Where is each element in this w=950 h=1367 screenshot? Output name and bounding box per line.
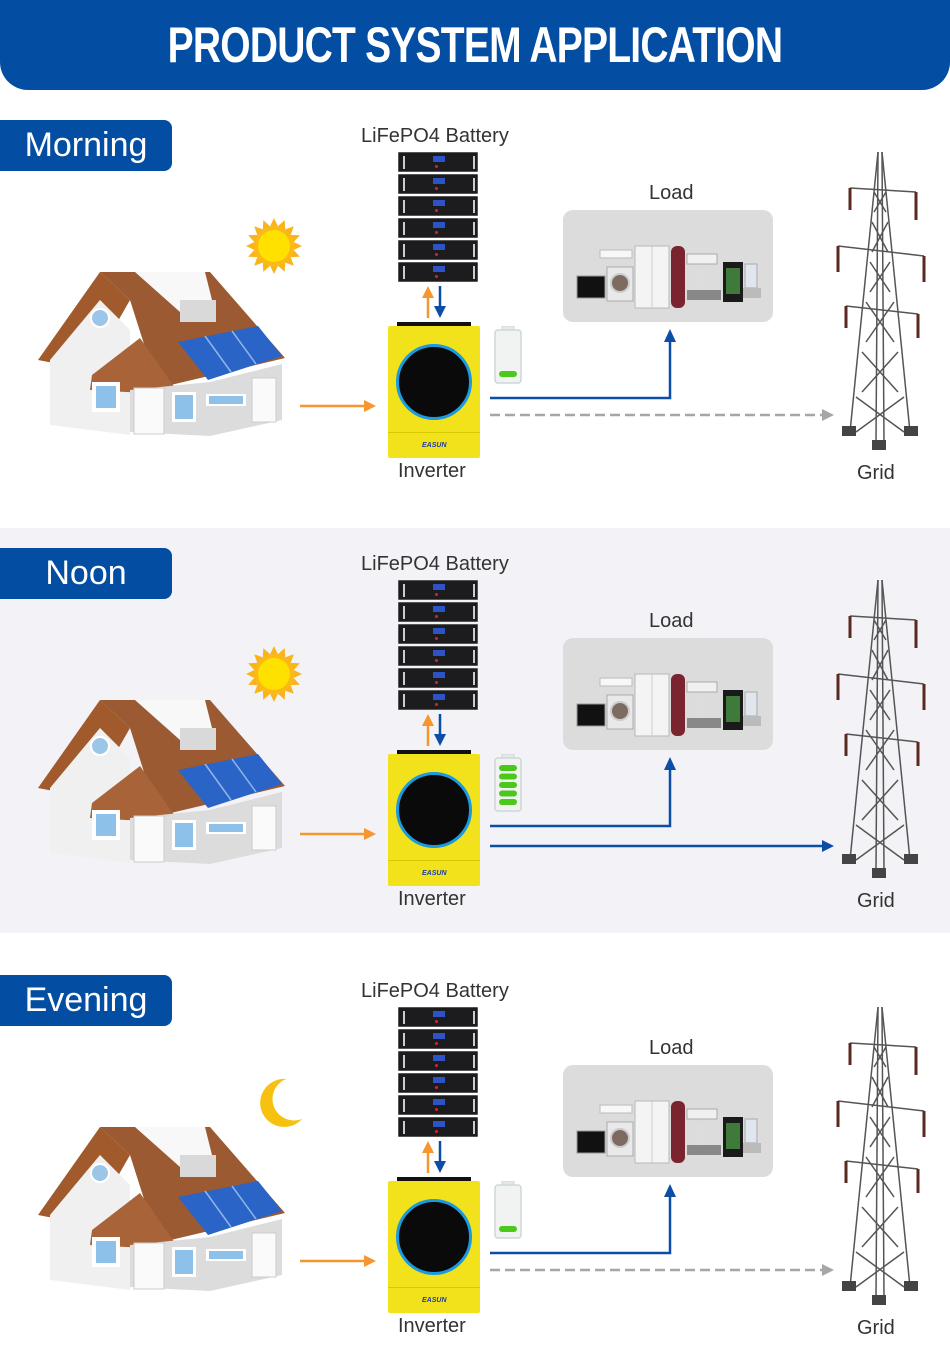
solar-to-inverter-arrow [364, 1255, 376, 1267]
load-label: Load [649, 182, 694, 204]
inverter-brand-logo: EASUN [422, 870, 447, 877]
grid-label: Grid [857, 890, 895, 912]
inverter-to-load-arrow [664, 757, 676, 770]
battery-module [398, 240, 478, 260]
battery-level-icon [494, 326, 522, 384]
appliances-icon [576, 673, 761, 737]
battery-module [398, 1073, 478, 1093]
battery-charge-bar [499, 790, 517, 797]
battery-module [398, 602, 478, 622]
page-header: PRODUCT SYSTEM APPLICATION [0, 0, 950, 90]
solar-to-inverter-arrow [364, 400, 376, 412]
battery-module [398, 1051, 478, 1071]
battery-module [398, 1117, 478, 1137]
scene-morning: Morning LiFePO4 Battery Load [0, 100, 950, 505]
sun-icon [246, 646, 302, 702]
lifepo4-battery-stack [398, 580, 478, 712]
battery-level-icon [494, 754, 522, 812]
battery-charge-bar [499, 799, 517, 805]
battery-level-icon [494, 1181, 522, 1239]
inverter-label: Inverter [398, 1315, 466, 1337]
inverter-display [396, 1199, 472, 1275]
load-appliances [563, 210, 773, 322]
load-label: Load [649, 1037, 694, 1059]
hybrid-inverter: EASUN [388, 750, 480, 886]
battery-charge-bar [499, 765, 517, 771]
battery-module [398, 1007, 478, 1027]
grid-label: Grid [857, 462, 895, 484]
inverter-label: Inverter [398, 460, 466, 482]
sun-icon [246, 218, 302, 274]
battery-module [398, 174, 478, 194]
battery-charge-bar [499, 371, 517, 377]
battery-module [398, 1029, 478, 1049]
time-of-day-label: Noon [0, 548, 172, 599]
load-appliances [563, 638, 773, 750]
charge-battery-arrow [422, 1141, 434, 1153]
time-of-day-label: Morning [0, 120, 172, 171]
battery-charge-bar [499, 773, 517, 780]
battery-label: LiFePO4 Battery [361, 980, 509, 1002]
solar-house-icon [30, 1115, 290, 1295]
lifepo4-battery-stack [398, 152, 478, 284]
inverter-display [396, 772, 472, 848]
page-title: PRODUCT SYSTEM APPLICATION [167, 17, 783, 73]
battery-label: LiFePO4 Battery [361, 125, 509, 147]
scene-evening: Evening LiFePO4 Battery Load [0, 955, 950, 1360]
battery-module [398, 262, 478, 282]
moon-icon [252, 1075, 304, 1129]
battery-label: LiFePO4 Battery [361, 553, 509, 575]
power-grid-tower-icon [830, 151, 930, 452]
discharge-battery-arrow [434, 306, 446, 318]
battery-charge-bar [499, 1226, 517, 1232]
inverter-display [396, 344, 472, 420]
inverter-brand-logo: EASUN [422, 442, 447, 449]
battery-module [398, 690, 478, 710]
discharge-battery-arrow [434, 734, 446, 746]
hybrid-inverter: EASUN [388, 1177, 480, 1313]
discharge-battery-arrow [434, 1161, 446, 1173]
hybrid-inverter: EASUN [388, 322, 480, 458]
power-grid-tower-icon [830, 1006, 930, 1307]
solar-to-inverter-arrow [364, 828, 376, 840]
load-label: Load [649, 610, 694, 632]
lifepo4-battery-stack [398, 1007, 478, 1139]
scene-noon: Noon LiFePO4 Battery Load [0, 528, 950, 933]
inverter-brand-logo: EASUN [422, 1297, 447, 1304]
battery-module [398, 218, 478, 238]
inverter-to-load-arrow [664, 1184, 676, 1197]
power-grid-tower-icon [830, 579, 930, 880]
charge-battery-arrow [422, 286, 434, 298]
battery-module [398, 624, 478, 644]
battery-module [398, 1095, 478, 1115]
battery-module [398, 152, 478, 172]
charge-battery-arrow [422, 714, 434, 726]
battery-charge-bar [499, 782, 517, 788]
battery-module [398, 646, 478, 666]
solar-house-icon [30, 260, 290, 440]
grid-label: Grid [857, 1317, 895, 1339]
battery-module [398, 196, 478, 216]
solar-house-icon [30, 688, 290, 868]
appliances-icon [576, 1100, 761, 1164]
battery-module [398, 668, 478, 688]
battery-module [398, 580, 478, 600]
time-of-day-label: Evening [0, 975, 172, 1026]
appliances-icon [576, 245, 761, 309]
inverter-to-load-arrow [664, 329, 676, 342]
load-appliances [563, 1065, 773, 1177]
inverter-label: Inverter [398, 888, 466, 910]
